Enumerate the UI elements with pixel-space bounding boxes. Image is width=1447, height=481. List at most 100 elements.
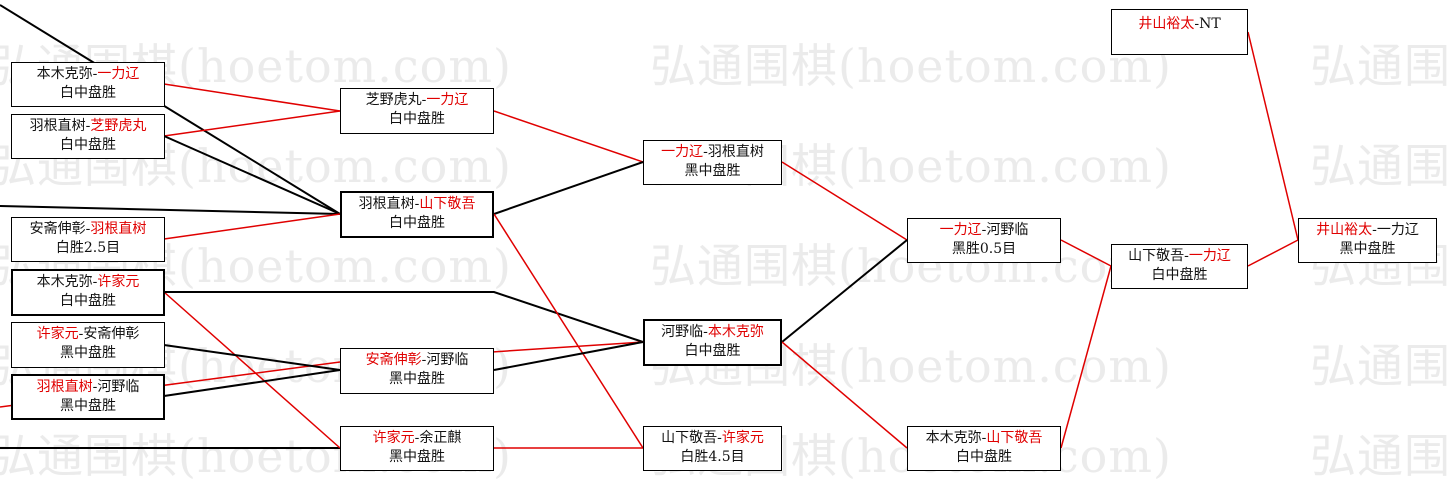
player-separator: - [981,222,987,238]
match-result: 白中盘胜 [60,137,116,153]
player-separator: - [85,221,91,237]
match-result: 白中盘胜 [956,449,1012,465]
match-result: 白胜4.5目 [680,449,745,465]
player-name: 羽根直树 [358,196,415,212]
match-result: 白胜2.5目 [55,240,121,256]
player-name: 羽根直树 [707,144,764,160]
bracket-line [493,161,644,215]
bracket-line [163,369,341,397]
player-name: 许家元 [721,430,764,446]
player-name: 河野临 [986,222,1029,238]
match-box: 羽根直树-芝野虎丸 白中盘胜 [11,114,165,159]
player-name: 河野临 [97,379,140,395]
player-name: 山下敬吾 [661,430,718,446]
bracket-line [0,205,341,215]
player-separator: - [1184,248,1189,264]
bracket-line [164,291,644,343]
match-box: 井山裕太-NT [1111,9,1248,55]
player-separator: - [414,430,420,446]
match-players: 本木克弥-许家元 [13,273,163,292]
match-result: 白中盘胜 [60,293,116,309]
player-name: 安斋伸彰 [365,352,422,368]
match-players: 许家元-余正麒 [341,429,493,448]
match-players: 安斋伸彰-河野临 [341,351,493,370]
bracket-line [1060,239,1112,267]
player-separator: - [414,196,420,212]
match-box: 安斋伸彰-河野临 黑中盘胜 [340,348,494,394]
match-box: 河野临-本木克弥 白中盘胜 [643,319,782,366]
player-name: 一力辽 [426,92,469,108]
player-name: 本木克弥 [36,66,93,82]
match-result: 黑中盘胜 [389,371,445,387]
match-players: 河野临-本木克弥 [645,323,780,342]
player-name: 许家元 [36,326,79,342]
bracket-line [1060,265,1112,449]
player-name: 河野临 [661,324,704,340]
match-result: 黑中盘胜 [684,163,741,179]
bracket-line [493,110,644,163]
player-name: 一力辽 [1188,248,1231,264]
player-name: 羽根直树 [29,118,86,134]
bracket-line [781,341,908,449]
bracket-line [0,4,341,215]
player-name: 本木克弥 [925,430,982,446]
player-name: 井山裕太 [1316,222,1373,238]
bracket-line [1247,239,1299,267]
bracket-line [1247,31,1299,241]
match-result: 黑中盘胜 [60,398,116,414]
match-players: 许家元-安斋伸彰 [12,325,164,344]
match-players: 安斋伸彰-羽根直树 [12,220,164,239]
player-separator: - [717,430,722,446]
match-box: 许家元-余正麒 黑中盘胜 [340,426,494,471]
bracket-line [493,341,644,371]
match-box: 山下敬吾-许家元 白胜4.5目 [643,426,782,471]
player-name: 安斋伸彰 [83,326,140,342]
player-name: 余正麒 [419,430,462,446]
bracket-line [781,239,908,343]
match-players: 井山裕太-一力辽 [1299,221,1436,240]
player-separator: - [1194,16,1200,32]
match-players: 本木克弥-山下敬吾 [908,429,1060,448]
player-separator: - [92,379,98,395]
player-separator: - [85,118,91,134]
player-name: 井山裕太 [1138,16,1195,32]
bracket-line [781,161,908,241]
match-players: 井山裕太-NT [1112,15,1247,34]
bracket-line [163,83,341,112]
player-name: 一力辽 [97,66,140,82]
player-separator: - [421,352,427,368]
match-box: 安斋伸彰-羽根直树 白胜2.5目 [11,217,165,262]
player-separator: - [981,430,987,446]
match-players: 羽根直树-河野临 [13,378,163,397]
match-box: 羽根直树-山下敬吾 白中盘胜 [340,191,494,238]
match-players: 一力辽-河野临 [908,221,1060,240]
match-result: 白中盘胜 [389,111,445,127]
player-separator: - [92,66,98,82]
bracket-line [163,291,341,449]
match-box: 羽根直树-河野临 黑中盘胜 [11,374,165,420]
bracket-line [163,344,341,371]
match-result: 黑胜0.5目 [951,241,1017,257]
player-name: 羽根直树 [90,221,147,237]
player-name: 山下敬吾 [1128,248,1185,264]
player-name: 安斋伸彰 [29,221,86,237]
match-box: 本木克弥-一力辽 白中盘胜 [11,62,165,107]
player-name: 一力辽 [939,222,982,238]
player-separator: - [703,324,708,340]
match-result: 白中盘胜 [60,85,116,101]
match-box: 本木克弥-许家元 白中盘胜 [11,269,165,316]
match-result: 白中盘胜 [1151,267,1208,283]
match-result: 黑中盘胜 [389,449,445,465]
match-players: 一力辽-羽根直树 [644,143,781,162]
match-result: 白中盘胜 [684,343,741,359]
player-separator: - [421,92,427,108]
player-name: 山下敬吾 [986,430,1043,446]
match-box: 许家元-安斋伸彰 黑中盘胜 [11,322,165,368]
player-name: 许家元 [97,274,140,290]
player-name: 本木克弥 [707,324,764,340]
match-box: 井山裕太-一力辽 黑中盘胜 [1298,218,1437,263]
match-box: 一力辽-羽根直树 黑中盘胜 [643,140,782,185]
match-players: 山下敬吾-一力辽 [1112,247,1247,266]
player-name: 本木克弥 [36,274,93,290]
match-players: 羽根直树-芝野虎丸 [12,117,164,136]
